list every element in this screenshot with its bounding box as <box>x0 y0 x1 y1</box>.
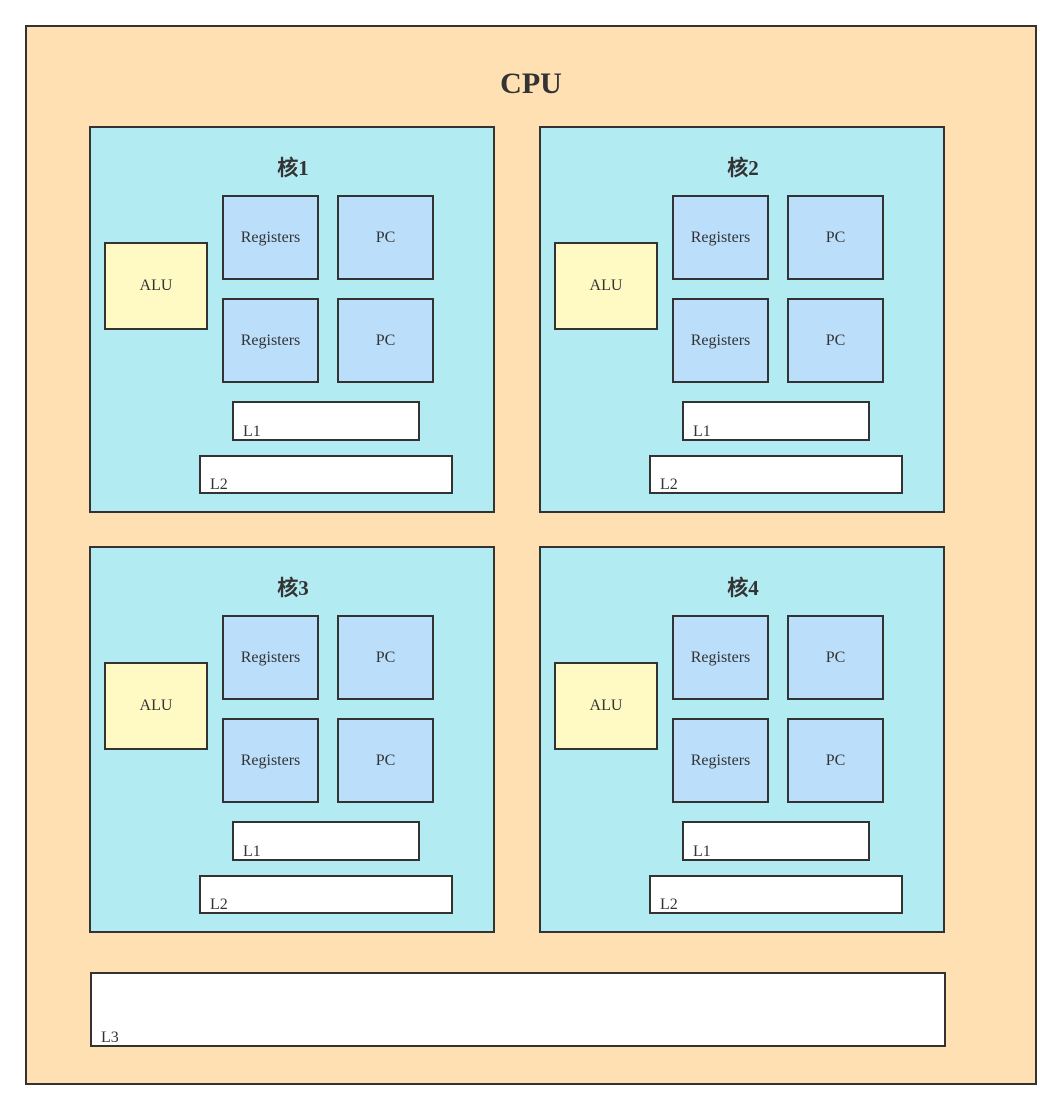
l1-cache: L1 <box>682 401 870 441</box>
pc-block: PC <box>787 195 884 280</box>
registers-block: Registers <box>672 298 769 383</box>
l3-cache: L3 <box>90 972 946 1047</box>
core-title: 核3 <box>277 576 309 600</box>
l1-cache: L1 <box>232 401 420 441</box>
registers-block: Registers <box>672 615 769 700</box>
alu-block: ALU <box>554 242 658 330</box>
core-title: 核4 <box>727 576 759 600</box>
l3-label: L3 <box>101 1029 119 1046</box>
l1-cache: L1 <box>682 821 870 861</box>
pc-block: PC <box>787 298 884 383</box>
registers-block: Registers <box>222 298 319 383</box>
core-2: 核2 ALU Registers PC Registers PC L1 L2 <box>539 126 945 513</box>
registers-block: Registers <box>222 615 319 700</box>
core-title: 核2 <box>727 156 759 180</box>
registers-block: Registers <box>222 195 319 280</box>
l2-label: L2 <box>210 896 228 913</box>
l1-label: L1 <box>693 843 711 860</box>
pc-block: PC <box>337 615 434 700</box>
pc-block: PC <box>337 718 434 803</box>
cpu-title: CPU <box>500 67 562 100</box>
alu-block: ALU <box>104 242 208 330</box>
l2-label: L2 <box>210 476 228 493</box>
alu-block: ALU <box>104 662 208 750</box>
pc-block: PC <box>337 195 434 280</box>
pc-block: PC <box>337 298 434 383</box>
cpu-box: CPU 核1 ALU Registers PC Registers PC L1 … <box>25 25 1037 1085</box>
l2-cache: L2 <box>199 875 453 914</box>
l1-cache: L1 <box>232 821 420 861</box>
l2-label: L2 <box>660 896 678 913</box>
core-title: 核1 <box>277 156 309 180</box>
core-4: 核4 ALU Registers PC Registers PC L1 L2 <box>539 546 945 933</box>
l2-label: L2 <box>660 476 678 493</box>
core-1: 核1 ALU Registers PC Registers PC L1 L2 <box>89 126 495 513</box>
l2-cache: L2 <box>649 455 903 494</box>
registers-block: Registers <box>672 718 769 803</box>
registers-block: Registers <box>672 195 769 280</box>
pc-block: PC <box>787 615 884 700</box>
l1-label: L1 <box>693 423 711 440</box>
l1-label: L1 <box>243 843 261 860</box>
pc-block: PC <box>787 718 884 803</box>
registers-block: Registers <box>222 718 319 803</box>
l1-label: L1 <box>243 423 261 440</box>
l2-cache: L2 <box>649 875 903 914</box>
core-3: 核3 ALU Registers PC Registers PC L1 L2 <box>89 546 495 933</box>
alu-block: ALU <box>554 662 658 750</box>
l2-cache: L2 <box>199 455 453 494</box>
